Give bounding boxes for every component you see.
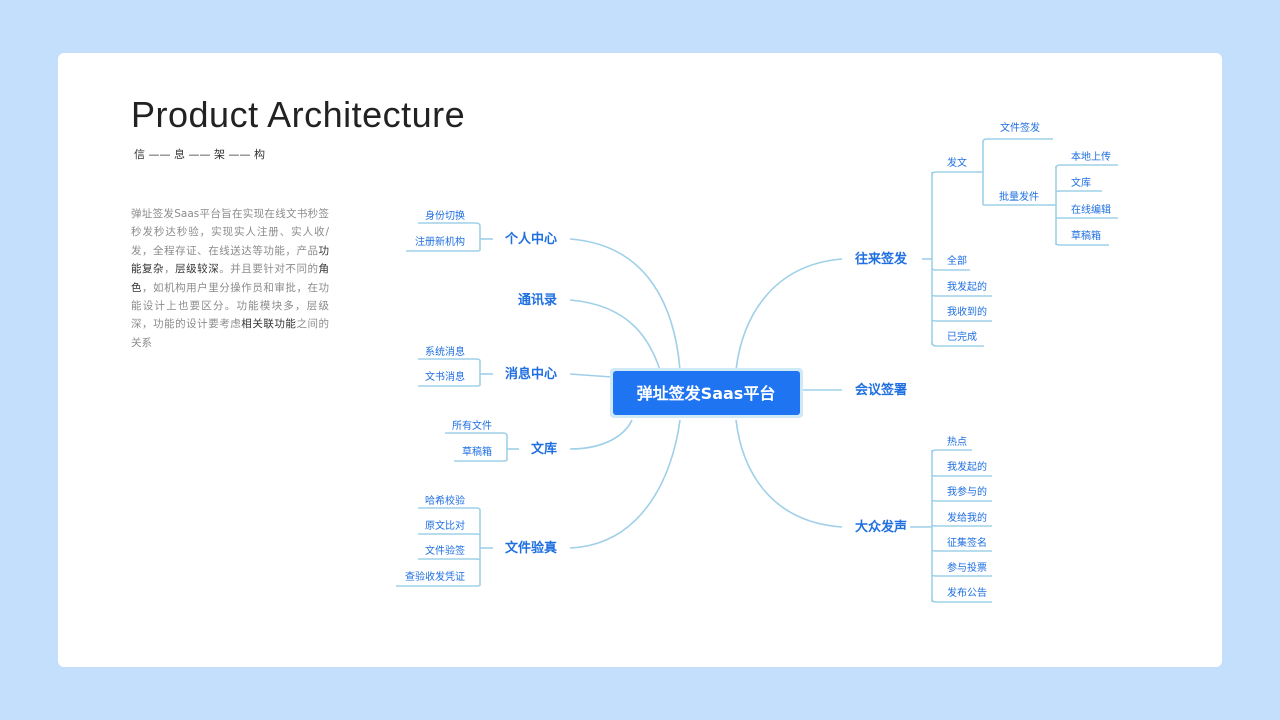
desc-em-2: 层级较深 [175, 263, 220, 276]
leaf-system-messages[interactable]: 系统消息 [425, 345, 465, 358]
leaf-file-sign[interactable]: 文件签发 [1000, 121, 1040, 134]
leaf-check-receipt[interactable]: 查验收发凭证 [405, 570, 465, 583]
leaf-all-files[interactable]: 所有文件 [452, 419, 492, 432]
node-contacts[interactable]: 通讯录 [518, 292, 557, 308]
description-text: 弹址签发Saas平台旨在实现在线文书秒签秒发秒达秒验，实现实人注册、实人收/发，… [131, 205, 329, 352]
center-node-label: 弹址签发Saas平台 [637, 384, 776, 403]
node-send-document[interactable]: 发文 [947, 156, 967, 169]
leaf-drafts-left[interactable]: 草稿箱 [462, 445, 492, 458]
leaf-switch-identity[interactable]: 身份切换 [425, 209, 465, 222]
leaf-library-right[interactable]: 文库 [1071, 176, 1091, 189]
node-batch-send[interactable]: 批量发件 [999, 190, 1039, 203]
leaf-hot-topics[interactable]: 热点 [947, 435, 967, 448]
leaf-sent-to-me[interactable]: 发给我的 [947, 511, 987, 524]
leaf-file-signature-check[interactable]: 文件验签 [425, 544, 465, 557]
leaf-collect-signatures[interactable]: 征集签名 [947, 536, 987, 549]
desc-part-2: ， [164, 263, 176, 276]
leaf-drafts-right[interactable]: 草稿箱 [1071, 229, 1101, 242]
node-public-voice[interactable]: 大众发声 [855, 519, 907, 535]
desc-em-3: 角色 [131, 263, 330, 294]
leaf-online-edit[interactable]: 在线编辑 [1071, 203, 1111, 216]
node-file-verify[interactable]: 文件验真 [505, 540, 557, 556]
node-personal-center[interactable]: 个人中心 [504, 231, 557, 247]
connector-lines [396, 138, 1118, 603]
content-card [58, 53, 1222, 667]
leaf-document-messages[interactable]: 文书消息 [425, 370, 465, 383]
leaf-local-upload[interactable]: 本地上传 [1071, 150, 1111, 163]
desc-em-1: 功能复杂 [131, 244, 329, 276]
leaf-text-compare[interactable]: 原文比对 [425, 519, 465, 532]
desc-em-4: 相关联功能 [241, 318, 297, 331]
desc-part-4: ，如机构用户里分操作员和审批，在功能设计上也要区分。功能模块多，层级深，功能的设… [131, 281, 330, 331]
leaf-hash-check[interactable]: 哈希校验 [425, 494, 465, 507]
node-meeting-sign[interactable]: 会议签署 [855, 382, 907, 398]
leaf-participated[interactable]: 我参与的 [947, 485, 987, 498]
desc-part-1: 弹址签发Saas平台旨在实现在线文书秒签秒发秒达秒验，实现实人注册、实人收/发，… [131, 208, 329, 257]
leaf-register-org[interactable]: 注册新机构 [415, 235, 465, 248]
leaf-all[interactable]: 全部 [947, 254, 967, 267]
node-exchange-sign[interactable]: 往来签发 [855, 251, 908, 267]
leaf-public-initiated[interactable]: 我发起的 [947, 460, 987, 473]
node-message-center[interactable]: 消息中心 [505, 366, 557, 382]
leaf-completed[interactable]: 已完成 [947, 330, 977, 343]
center-node[interactable] [613, 371, 800, 415]
leaf-publish-notice[interactable]: 发布公告 [947, 586, 987, 599]
page-title: Product Architecture [131, 94, 466, 135]
leaf-initiated[interactable]: 我发起的 [947, 280, 987, 293]
node-library[interactable]: 文库 [531, 441, 557, 457]
desc-part-3: 。并且要针对不同的 [219, 263, 319, 276]
desc-part-5: 之间的关系 [131, 318, 330, 349]
leaf-received[interactable]: 我收到的 [947, 305, 987, 318]
page-subtitle: 信 —— 息 —— 架 —— 构 [134, 148, 265, 161]
leaf-vote[interactable]: 参与投票 [947, 561, 987, 574]
